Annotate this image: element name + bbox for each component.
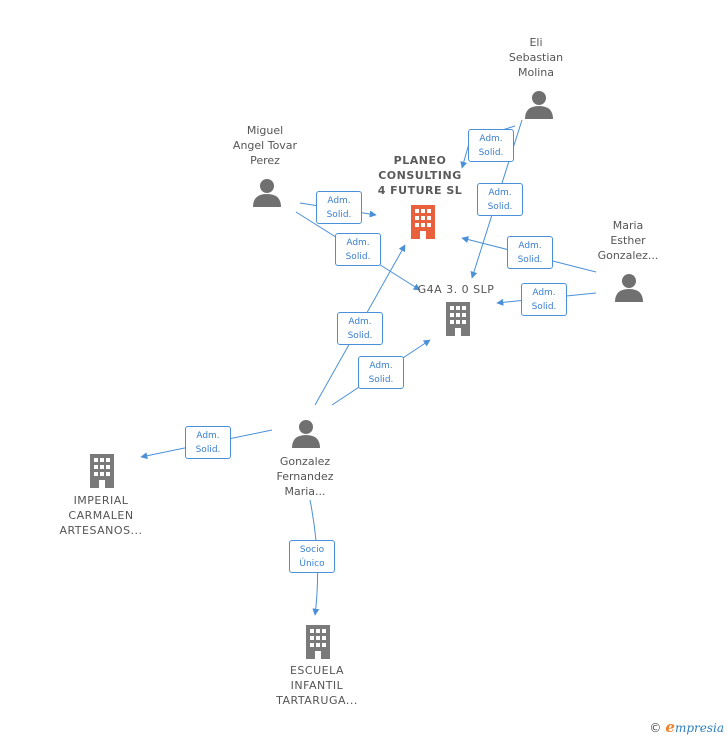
- badge-line-2: Solid.: [487, 202, 513, 212]
- badge-line-2: Solid.: [326, 210, 352, 220]
- relation-badge[interactable]: Socio Único: [289, 540, 335, 573]
- badge-line-2: Solid.: [347, 331, 373, 341]
- badge-line-1: Adm.: [346, 238, 370, 248]
- brand-name: mpresia: [674, 721, 724, 735]
- badge-line-1: Adm.: [532, 288, 556, 298]
- badge-line-2: Solid.: [478, 148, 504, 158]
- badge-line-2: Solid.: [345, 252, 371, 262]
- building-icon[interactable]: [407, 204, 439, 240]
- relation-badge[interactable]: Adm. Solid.: [316, 191, 362, 224]
- relation-badge[interactable]: Adm. Solid.: [468, 129, 514, 162]
- badge-line-1: Adm.: [518, 241, 542, 251]
- relation-badge[interactable]: Adm. Solid.: [185, 426, 231, 459]
- building-icon[interactable]: [442, 301, 474, 337]
- company-escuela-label[interactable]: ESCUELA INFANTIL TARTARUGA...: [276, 664, 358, 707]
- relation-badge[interactable]: Adm. Solid.: [507, 236, 553, 269]
- relation-badge[interactable]: Adm. Solid.: [358, 356, 404, 389]
- person-maria-label[interactable]: Maria Esther Gonzalez...: [597, 219, 659, 262]
- building-icon[interactable]: [302, 624, 334, 660]
- person-miguel-label[interactable]: Miguel Angel Tovar Perez: [232, 124, 298, 167]
- building-icon[interactable]: [86, 453, 118, 489]
- relation-badge[interactable]: Adm. Solid.: [521, 283, 567, 316]
- badge-line-2: Solid.: [517, 255, 543, 265]
- badge-line-2: Solid.: [531, 302, 557, 312]
- person-eli-label[interactable]: Eli Sebastian Molina: [508, 36, 564, 79]
- person-gonzalez-label[interactable]: Gonzalez Fernandez Maria...: [276, 455, 334, 498]
- relation-badge[interactable]: Adm. Solid.: [477, 183, 523, 216]
- person-icon[interactable]: [291, 418, 321, 448]
- company-imperial-label[interactable]: IMPERIAL CARMALEN ARTESANOS...: [59, 494, 143, 537]
- person-icon[interactable]: [614, 272, 644, 302]
- badge-line-2: Solid.: [195, 445, 221, 455]
- badge-line-2: Solid.: [368, 375, 394, 385]
- badge-line-1: Adm.: [488, 188, 512, 198]
- badge-line-1: Adm.: [369, 361, 393, 371]
- copyright-icon: ©: [649, 721, 662, 735]
- person-icon[interactable]: [524, 89, 554, 119]
- badge-line-1: Adm.: [196, 431, 220, 441]
- brand-footer[interactable]: ©empresia: [649, 718, 724, 736]
- badge-line-1: Adm.: [479, 134, 503, 144]
- company-planeo-label[interactable]: PLANEO CONSULTING 4 FUTURE SL: [377, 154, 463, 197]
- badge-line-2: Único: [299, 559, 325, 569]
- company-g4a-label[interactable]: G4A 3. 0 SLP: [417, 283, 495, 296]
- badge-line-1: Adm.: [327, 196, 351, 206]
- relation-badge[interactable]: Adm. Solid.: [337, 312, 383, 345]
- brand-initial: e: [665, 718, 675, 736]
- badge-line-1: Adm.: [348, 317, 372, 327]
- badge-line-1: Socio: [299, 545, 325, 555]
- person-icon[interactable]: [252, 177, 282, 207]
- relation-badge[interactable]: Adm. Solid.: [335, 233, 381, 266]
